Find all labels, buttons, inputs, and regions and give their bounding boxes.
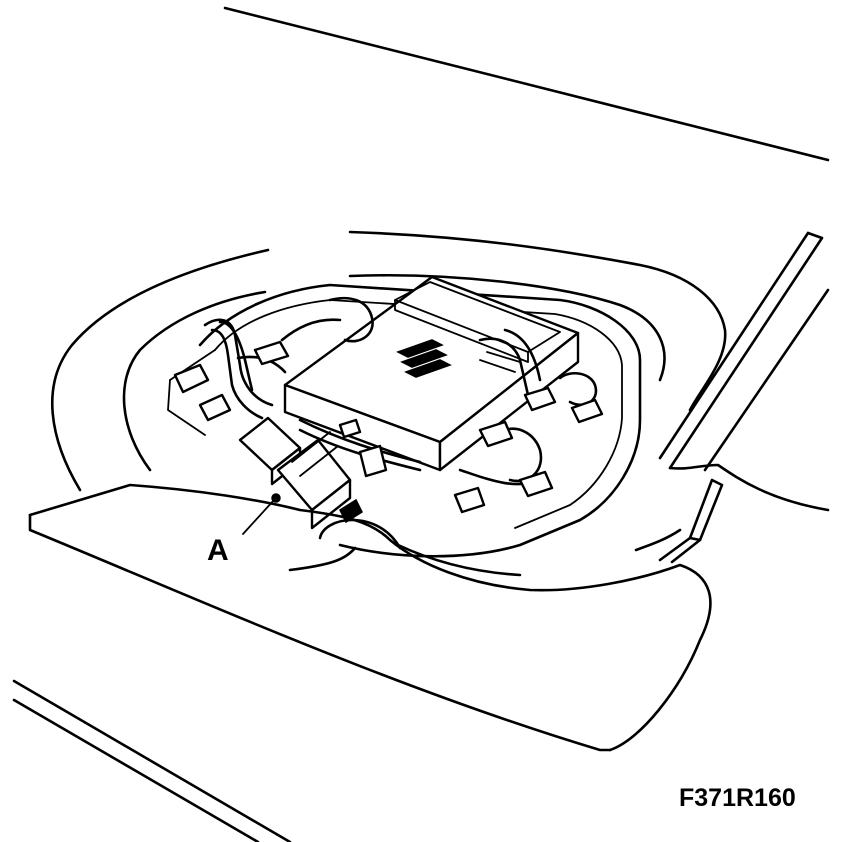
windshield-pillar: [634, 231, 830, 564]
callout-label-a: A: [207, 534, 229, 567]
hand-outline: [28, 483, 712, 752]
roof-panel-edge: [12, 6, 830, 842]
callout-leader: [242, 493, 281, 535]
mounting-clips: [173, 340, 604, 514]
headliner-recess: [51, 230, 727, 492]
module-unit: [283, 275, 580, 472]
figure-id: F371R160: [679, 784, 796, 812]
mounting-bezel: [167, 283, 642, 558]
connector: [238, 416, 363, 530]
